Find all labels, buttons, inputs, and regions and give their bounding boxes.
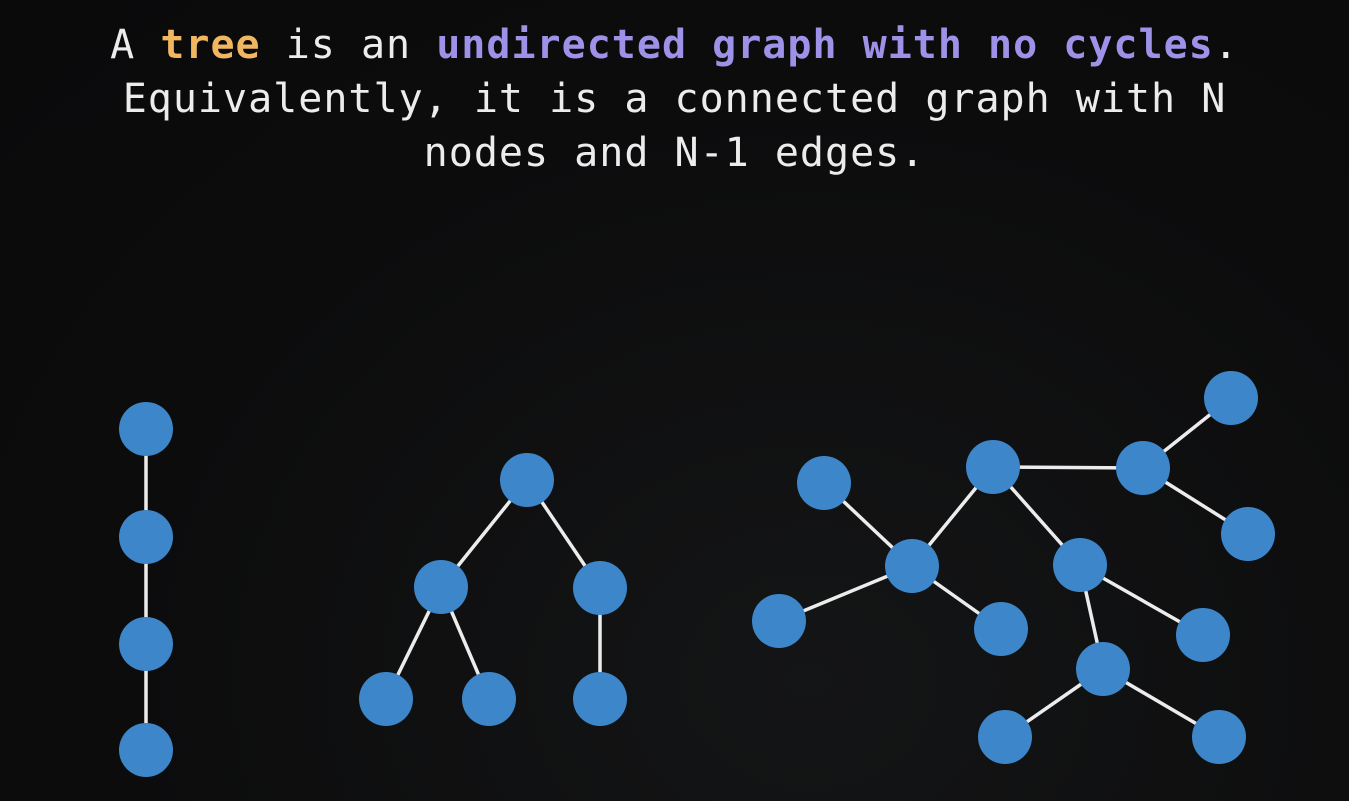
node-d xyxy=(119,723,173,777)
node-n2 xyxy=(966,440,1020,494)
node-m xyxy=(573,561,627,615)
node-n1 xyxy=(797,456,851,510)
caption-period: . xyxy=(1213,22,1239,68)
node-c xyxy=(119,617,173,671)
node-n5 xyxy=(974,602,1028,656)
slide-caption: A tree is an undirected graph with no cy… xyxy=(0,18,1349,180)
node-n7 xyxy=(1053,538,1107,592)
node-n6 xyxy=(1116,441,1170,495)
node-n9 xyxy=(1221,507,1275,561)
node-mc xyxy=(573,672,627,726)
node-b xyxy=(119,510,173,564)
large-tree xyxy=(752,371,1275,764)
node-r xyxy=(500,453,554,507)
caption-prefix: A xyxy=(110,22,161,68)
node-n8 xyxy=(1204,371,1258,425)
node-n10 xyxy=(1076,642,1130,696)
node-n4 xyxy=(752,594,806,648)
node-a xyxy=(119,402,173,456)
caption-line-1: A tree is an undirected graph with no cy… xyxy=(0,18,1349,72)
caption-mid: is an xyxy=(260,22,437,68)
node-ll xyxy=(359,672,413,726)
node-n13 xyxy=(1192,710,1246,764)
caption-line-2: Equivalently, it is a connected graph wi… xyxy=(122,76,1227,122)
path-tree xyxy=(119,402,173,777)
caption-line-3: nodes and N-1 edges. xyxy=(423,130,926,176)
node-l xyxy=(414,560,468,614)
node-n11 xyxy=(1176,608,1230,662)
term-tree: tree xyxy=(160,22,261,68)
binary-tree xyxy=(359,453,627,726)
node-n3 xyxy=(885,539,939,593)
node-lr xyxy=(462,672,516,726)
term-definition: undirected graph with no cycles xyxy=(436,22,1214,68)
node-n12 xyxy=(978,710,1032,764)
